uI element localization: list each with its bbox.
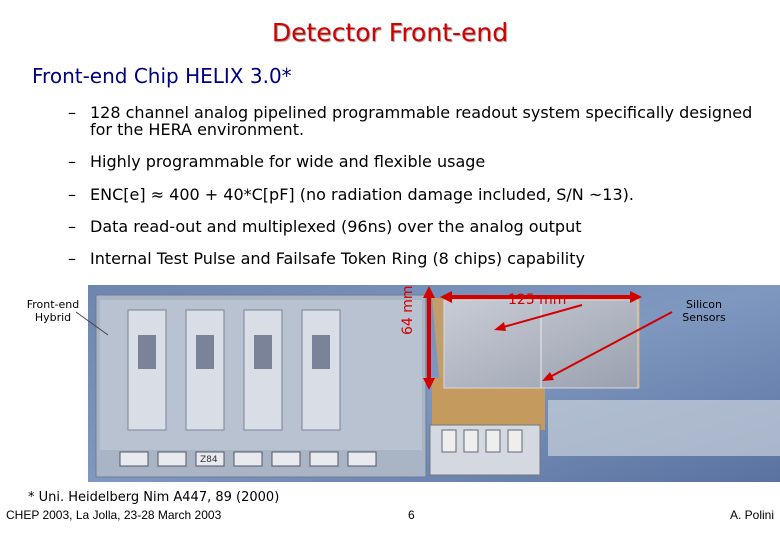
bullet-item: – 128 channel analog pipelined programma… bbox=[68, 104, 768, 138]
bullet-text: Highly programmable for wide and flexibl… bbox=[90, 152, 486, 171]
kapton-tail bbox=[432, 378, 545, 430]
bullet-dash: – bbox=[68, 217, 76, 236]
bullet-item: – Internal Test Pulse and Failsafe Token… bbox=[68, 250, 585, 267]
hybrid-pointer bbox=[75, 311, 109, 336]
pointer-arrows bbox=[494, 304, 673, 381]
slide-subtitle: Front-end Chip HELIX 3.0* bbox=[32, 64, 292, 88]
bullet-dash: – bbox=[68, 185, 76, 204]
bullet-text: Data read-out and multiplexed (96ns) ove… bbox=[90, 217, 582, 236]
slide-title: Detector Front-end bbox=[271, 18, 509, 47]
helix-chips bbox=[127, 309, 341, 431]
bullet-item: – ENC[e] ≈ 400 + 40*C[pF] (no radiation … bbox=[68, 186, 634, 203]
bullet-dash: – bbox=[68, 103, 76, 122]
page-number: 6 bbox=[408, 508, 415, 522]
bullet-item: – Data read-out and multiplexed (96ns) o… bbox=[68, 218, 582, 235]
conference-footer: CHEP 2003, La Jolla, 23-28 March 2003 bbox=[6, 508, 222, 522]
bullet-text: Internal Test Pulse and Failsafe Token R… bbox=[90, 249, 585, 268]
bullet-item: – Highly programmable for wide and flexi… bbox=[68, 153, 485, 170]
bullet-text: 128 channel analog pipelined programmabl… bbox=[90, 103, 753, 139]
hybrid-label: Front-end Hybrid bbox=[26, 298, 80, 324]
ruler bbox=[548, 400, 780, 456]
bullet-text: ENC[e] ≈ 400 + 40*C[pF] (no radiation da… bbox=[90, 185, 634, 204]
length-label: 125 mm bbox=[508, 292, 567, 308]
bullet-dash: – bbox=[68, 249, 76, 268]
width-label: 64 mm bbox=[400, 285, 416, 335]
author-footer: A. Polini bbox=[729, 508, 774, 522]
footnote: * Uni. Heidelberg Nim A447, 89 (2000) bbox=[28, 490, 280, 505]
dimension-arrows bbox=[423, 286, 642, 390]
board-code: Z84 bbox=[200, 455, 218, 465]
sensor-label: Silicon Sensors bbox=[682, 298, 726, 324]
hybrid-connectors bbox=[119, 451, 377, 467]
bullet-dash: – bbox=[68, 152, 76, 171]
